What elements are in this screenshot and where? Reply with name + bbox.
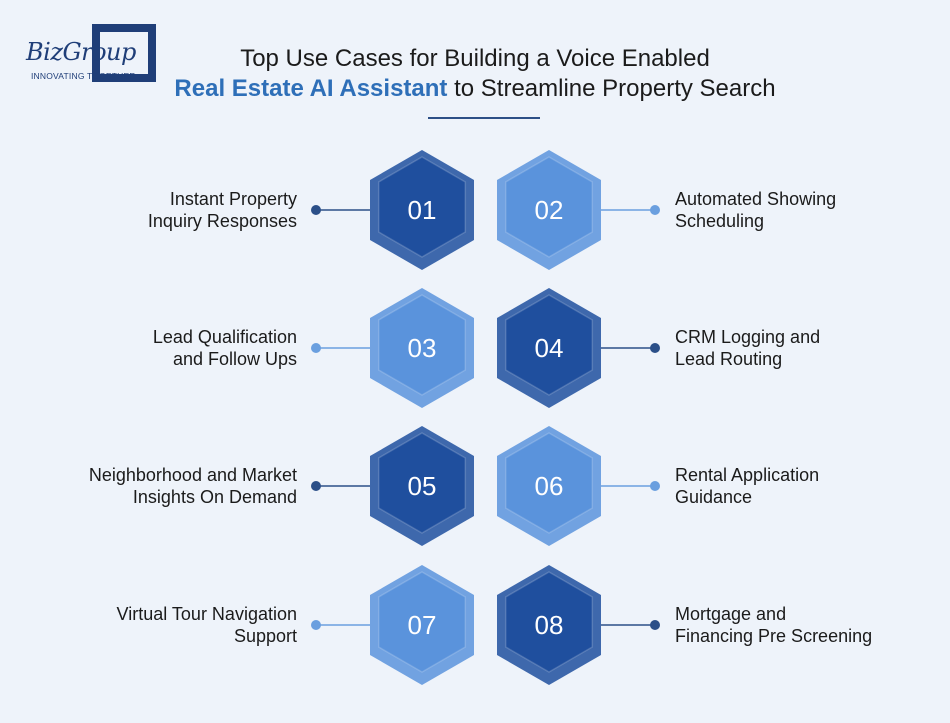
title-line-1: Top Use Cases for Building a Voice Enabl…	[240, 45, 710, 72]
logo-brand: BizGroup	[26, 38, 136, 66]
hexagon-face-2	[504, 156, 594, 258]
hexagon-number-2: 02	[535, 195, 564, 225]
hexagon-8: 08	[497, 565, 601, 685]
use-case-label-line-1: Mortgage and	[675, 604, 787, 624]
connector-dot-3	[311, 343, 321, 353]
hexagon-number-7: 07	[408, 610, 437, 640]
hexagon-face-7	[377, 571, 467, 673]
title-divider	[428, 117, 540, 119]
connector-dot-7	[311, 620, 321, 630]
hexagon-6: 06	[497, 426, 601, 546]
hexagon-number-8: 08	[535, 610, 564, 640]
hexagon-face-8	[504, 571, 594, 673]
connector-dot-1	[311, 205, 321, 215]
hexagon-5: 05	[370, 426, 474, 546]
use-case-label-line-2: Guidance	[675, 487, 753, 507]
title-line-2: Real Estate AI Assistant to Streamline P…	[0, 74, 950, 104]
use-case-label-line-1: Automated Showing	[675, 189, 837, 209]
hexagon-face-5	[377, 432, 467, 534]
connector-dot-4	[650, 343, 660, 353]
title-highlight: Real Estate AI Assistant	[174, 75, 448, 102]
title-line-2-rest: to Streamline Property Search	[447, 75, 776, 102]
hexagon-face-4	[504, 294, 594, 396]
use-case-label-line-2: Lead Routing	[675, 349, 783, 369]
hexagon-2: 02	[497, 150, 601, 270]
hexagon-number-4: 04	[535, 333, 564, 363]
use-case-label-line-2: and Follow Ups	[172, 349, 297, 369]
hexagon-number-1: 01	[408, 195, 437, 225]
hexagon-number-6: 06	[535, 471, 564, 501]
connector-dot-6	[650, 481, 660, 491]
use-case-label-line-1: CRM Logging and	[675, 327, 821, 347]
use-case-label-line-1: Rental Application	[675, 465, 820, 485]
use-case-label-line-1: Virtual Tour Navigation	[116, 604, 297, 624]
logo-tagline: INNOVATING TOGETHER	[31, 71, 136, 81]
hexagon-1: 01	[370, 150, 474, 270]
hexagon-face-6	[504, 432, 594, 534]
hexagon-face-1	[377, 156, 467, 258]
use-case-label-line-1: Neighborhood and Market	[88, 465, 297, 485]
use-case-label-line-2: Insights On Demand	[132, 487, 297, 507]
use-case-label-line-1: Instant Property	[169, 189, 297, 209]
use-case-label-line-2: Scheduling	[675, 211, 765, 231]
use-case-label-line-2: Financing Pre Screening	[675, 626, 873, 646]
hexagon-3: 03	[370, 288, 474, 408]
hexagon-face-3	[377, 294, 467, 396]
bizgroup-logo: BizGroup INNOVATING TOGETHER	[26, 24, 158, 84]
logo-frame-icon	[92, 24, 156, 82]
hexagon-7: 07	[370, 565, 474, 685]
use-case-label-line-2: Support	[233, 626, 297, 646]
hexagon-number-3: 03	[408, 333, 437, 363]
page-title: Top Use Cases for Building a Voice Enabl…	[0, 44, 950, 104]
connector-dot-8	[650, 620, 660, 630]
hexagon-4: 04	[497, 288, 601, 408]
connector-dot-2	[650, 205, 660, 215]
hexagon-number-5: 05	[408, 471, 437, 501]
connector-dot-5	[311, 481, 321, 491]
use-case-label-line-1: Lead Qualification	[152, 327, 297, 347]
use-case-label-line-2: Inquiry Responses	[147, 211, 297, 231]
